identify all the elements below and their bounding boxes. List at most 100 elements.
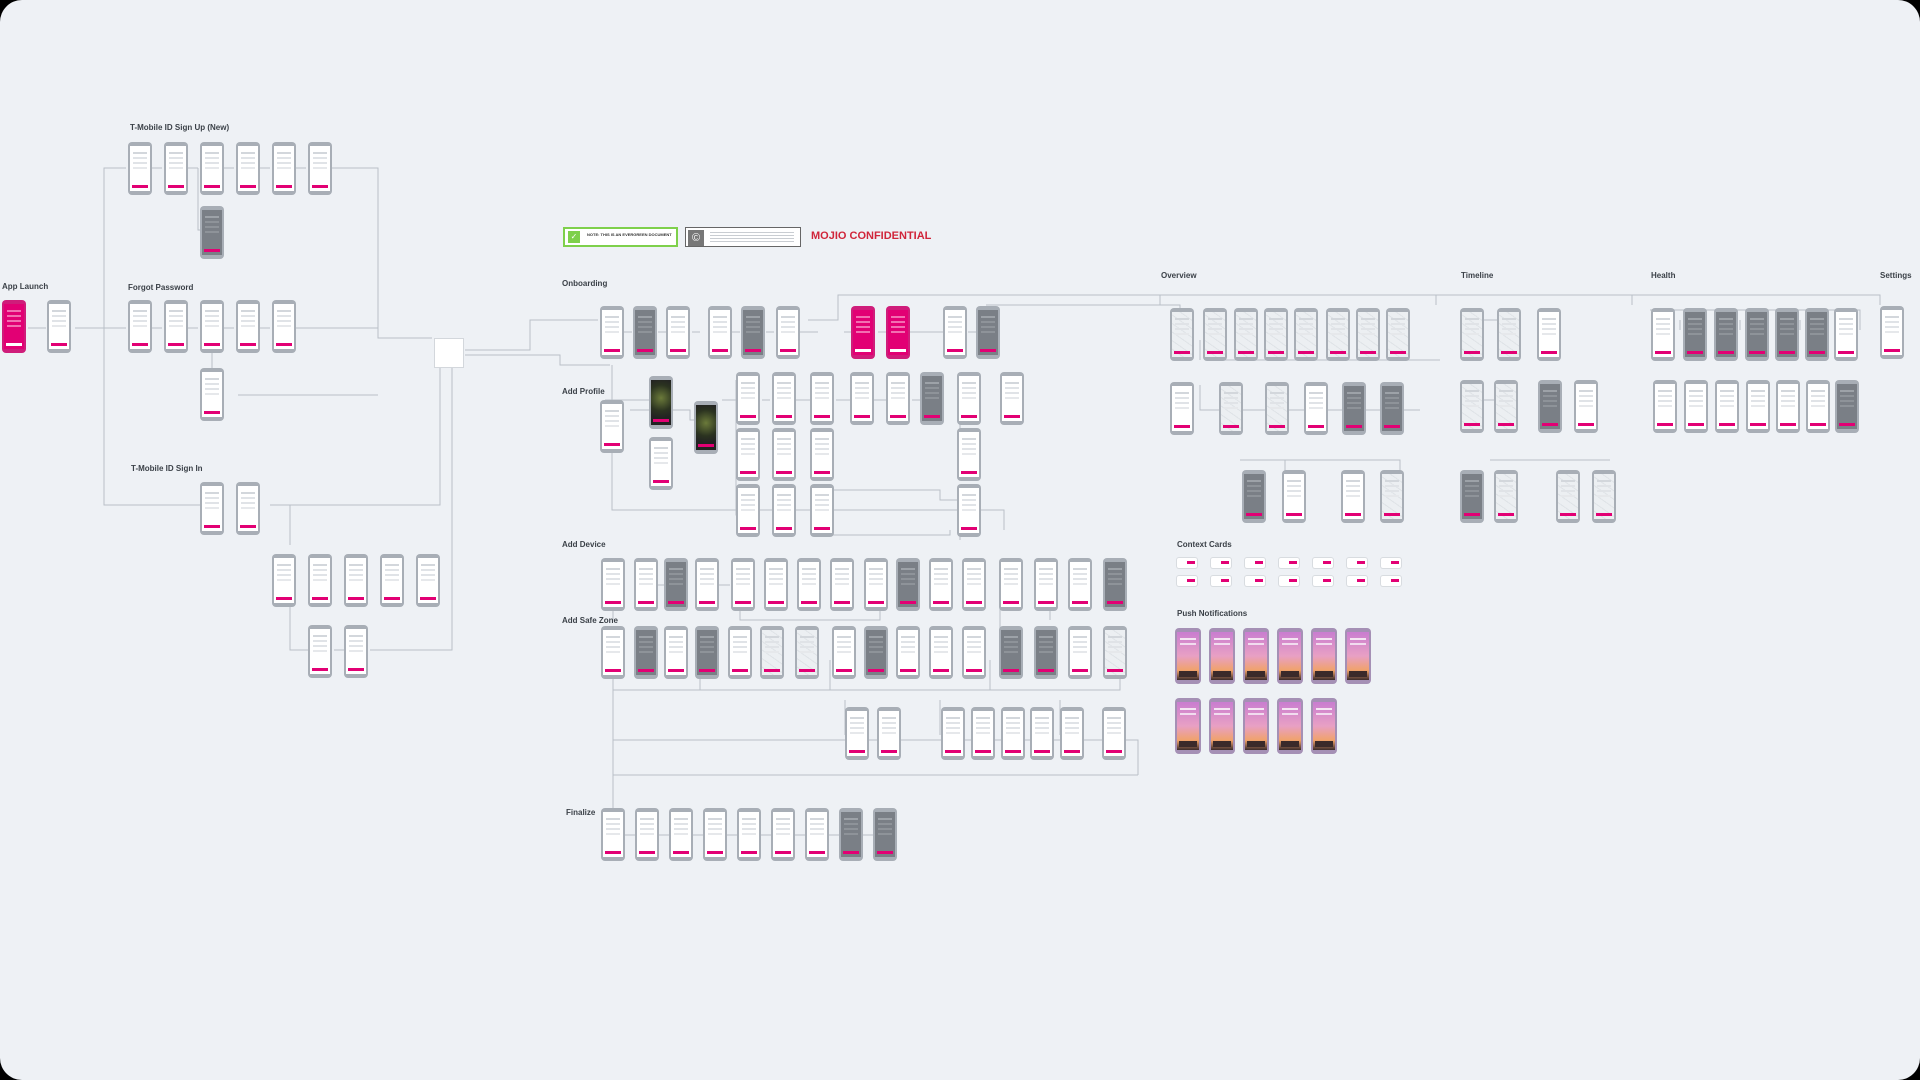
screen-overview-4 — [1264, 308, 1288, 361]
screen-signin-6 — [380, 554, 404, 607]
section-label-forgot-password: Forgot Password — [128, 283, 194, 292]
screen-overview-8 — [1386, 308, 1410, 361]
screen-overview-14 — [1380, 382, 1404, 435]
screen-safe-zone-21 — [1102, 707, 1126, 760]
screen-onboarding-10 — [976, 306, 1000, 359]
screen-timeline-3 — [1537, 308, 1561, 361]
copyright-notice-banner: © — [685, 227, 801, 247]
screen-onboarding-1 — [600, 306, 624, 359]
screen-overview-11 — [1265, 382, 1289, 435]
screen-add-device-1 — [601, 558, 625, 611]
screen-push-notification-3 — [1243, 628, 1269, 684]
screen-timeline-10 — [1556, 470, 1580, 523]
screen-add-device-2 — [634, 558, 658, 611]
screen-add-profile-18 — [957, 484, 981, 537]
screen-push-notification-11 — [1311, 698, 1337, 754]
section-label-onboarding: Onboarding — [562, 279, 608, 288]
screen-timeline-6 — [1538, 380, 1562, 433]
section-label-finalize: Finalize — [566, 808, 596, 817]
screen-timeline-9 — [1494, 470, 1518, 523]
context-card — [1279, 576, 1299, 586]
screen-safe-zone-12 — [1034, 626, 1058, 679]
screen-add-profile-1 — [600, 400, 624, 453]
section-label-signup: T-Mobile ID Sign Up (New) — [130, 123, 230, 132]
screen-signup-2 — [164, 142, 188, 195]
screen-push-notification-5 — [1311, 628, 1337, 684]
context-card — [1279, 558, 1299, 568]
screen-timeline-5 — [1494, 380, 1518, 433]
screen-settings-1 — [1880, 306, 1904, 359]
context-card — [1313, 558, 1333, 568]
screen-health-10 — [1715, 380, 1739, 433]
screen-add-profile-10 — [1000, 372, 1024, 425]
screen-health-4 — [1745, 308, 1769, 361]
screen-signup-3 — [200, 142, 224, 195]
screen-overview-7 — [1356, 308, 1380, 361]
screen-safe-zone-19 — [1030, 707, 1054, 760]
screen-overview-10 — [1219, 382, 1243, 435]
context-card — [1381, 558, 1401, 568]
screen-overview-16 — [1282, 470, 1306, 523]
screen-push-notification-8 — [1209, 698, 1235, 754]
screen-timeline-2 — [1497, 308, 1521, 361]
context-card — [1177, 576, 1197, 586]
screen-add-profile-camera-1 — [649, 376, 673, 429]
section-label-app-launch: App Launch — [2, 282, 49, 291]
screen-overview-3 — [1234, 308, 1258, 361]
screen-push-notification-4 — [1277, 628, 1303, 684]
section-label-add-profile: Add Profile — [562, 387, 605, 396]
screen-add-profile-9 — [957, 372, 981, 425]
screen-safe-zone-4 — [695, 626, 719, 679]
screen-signin-2 — [236, 482, 260, 535]
screen-health-11 — [1746, 380, 1770, 433]
screen-safe-zone-18 — [1001, 707, 1025, 760]
screen-health-7 — [1834, 308, 1858, 361]
screen-add-device-11 — [929, 558, 953, 611]
screen-overview-18 — [1380, 470, 1404, 523]
screen-add-profile-3 — [736, 372, 760, 425]
screen-finalize-7 — [805, 808, 829, 861]
screen-overview-9 — [1170, 382, 1194, 435]
screen-timeline-8 — [1460, 470, 1484, 523]
screen-onboarding-8 — [886, 306, 910, 359]
screen-add-profile-14 — [957, 428, 981, 481]
context-card — [1211, 576, 1231, 586]
context-card — [1347, 558, 1367, 568]
screen-safe-zone-map-1 — [760, 626, 784, 679]
section-label-add-safe-zone: Add Safe Zone — [562, 616, 619, 625]
screen-safe-zone-1 — [601, 626, 625, 679]
screen-add-profile-16 — [772, 484, 796, 537]
section-label-add-device: Add Device — [562, 540, 606, 549]
screen-push-notification-6 — [1345, 628, 1371, 684]
screen-forgot-1 — [128, 300, 152, 353]
screen-safe-zone-3 — [664, 626, 688, 679]
screen-push-notification-10 — [1277, 698, 1303, 754]
screen-add-device-5 — [731, 558, 755, 611]
screen-forgot-5 — [272, 300, 296, 353]
screen-add-device-13 — [999, 558, 1023, 611]
screen-timeline-1 — [1460, 308, 1484, 361]
screen-signup-5 — [272, 142, 296, 195]
screen-finalize-6 — [771, 808, 795, 861]
copyright-icon: © — [688, 230, 704, 246]
screen-onboarding-5 — [741, 306, 765, 359]
screen-onboarding-3 — [666, 306, 690, 359]
screen-timeline-11 — [1592, 470, 1616, 523]
context-card — [1245, 558, 1265, 568]
check-icon: ✓ — [568, 231, 580, 243]
screen-safe-zone-8 — [896, 626, 920, 679]
screen-health-2 — [1683, 308, 1707, 361]
screen-safe-zone-6 — [832, 626, 856, 679]
screen-add-profile-12 — [772, 428, 796, 481]
screen-health-8 — [1653, 380, 1677, 433]
screen-safe-zone-11 — [999, 626, 1023, 679]
screen-add-profile-6 — [850, 372, 874, 425]
screen-safe-zone-17 — [971, 707, 995, 760]
screen-add-device-9 — [864, 558, 888, 611]
screen-onboarding-4 — [708, 306, 732, 359]
screen-safe-zone-7 — [864, 626, 888, 679]
screen-health-1 — [1651, 308, 1675, 361]
screen-safe-zone-2 — [634, 626, 658, 679]
screen-add-device-7 — [797, 558, 821, 611]
annotation-note — [1004, 312, 1030, 326]
